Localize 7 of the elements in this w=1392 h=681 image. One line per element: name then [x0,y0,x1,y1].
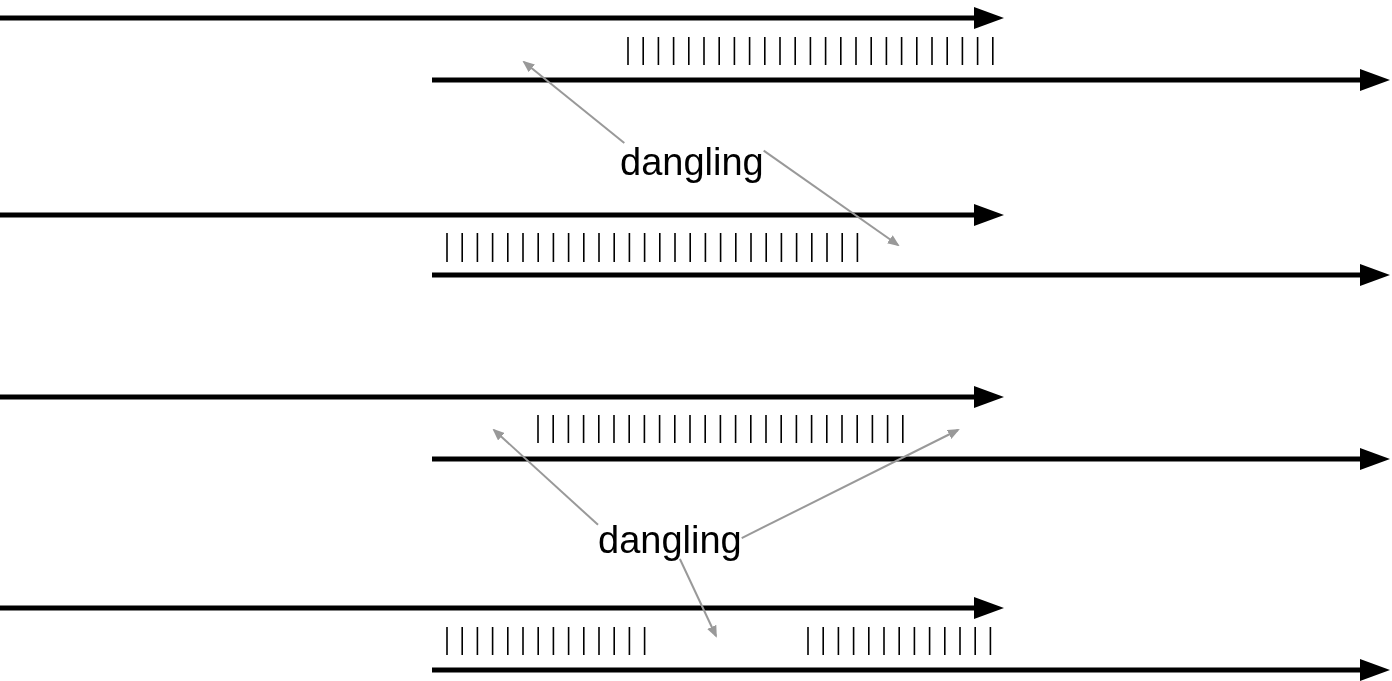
leader-line [740,429,960,540]
dangling-end-label: dangling [620,143,764,181]
leader-line [492,428,599,526]
leader-line [678,558,717,638]
leader-line [762,149,900,247]
dangling-end-label: dangling [598,521,742,559]
leader-line [522,60,626,144]
